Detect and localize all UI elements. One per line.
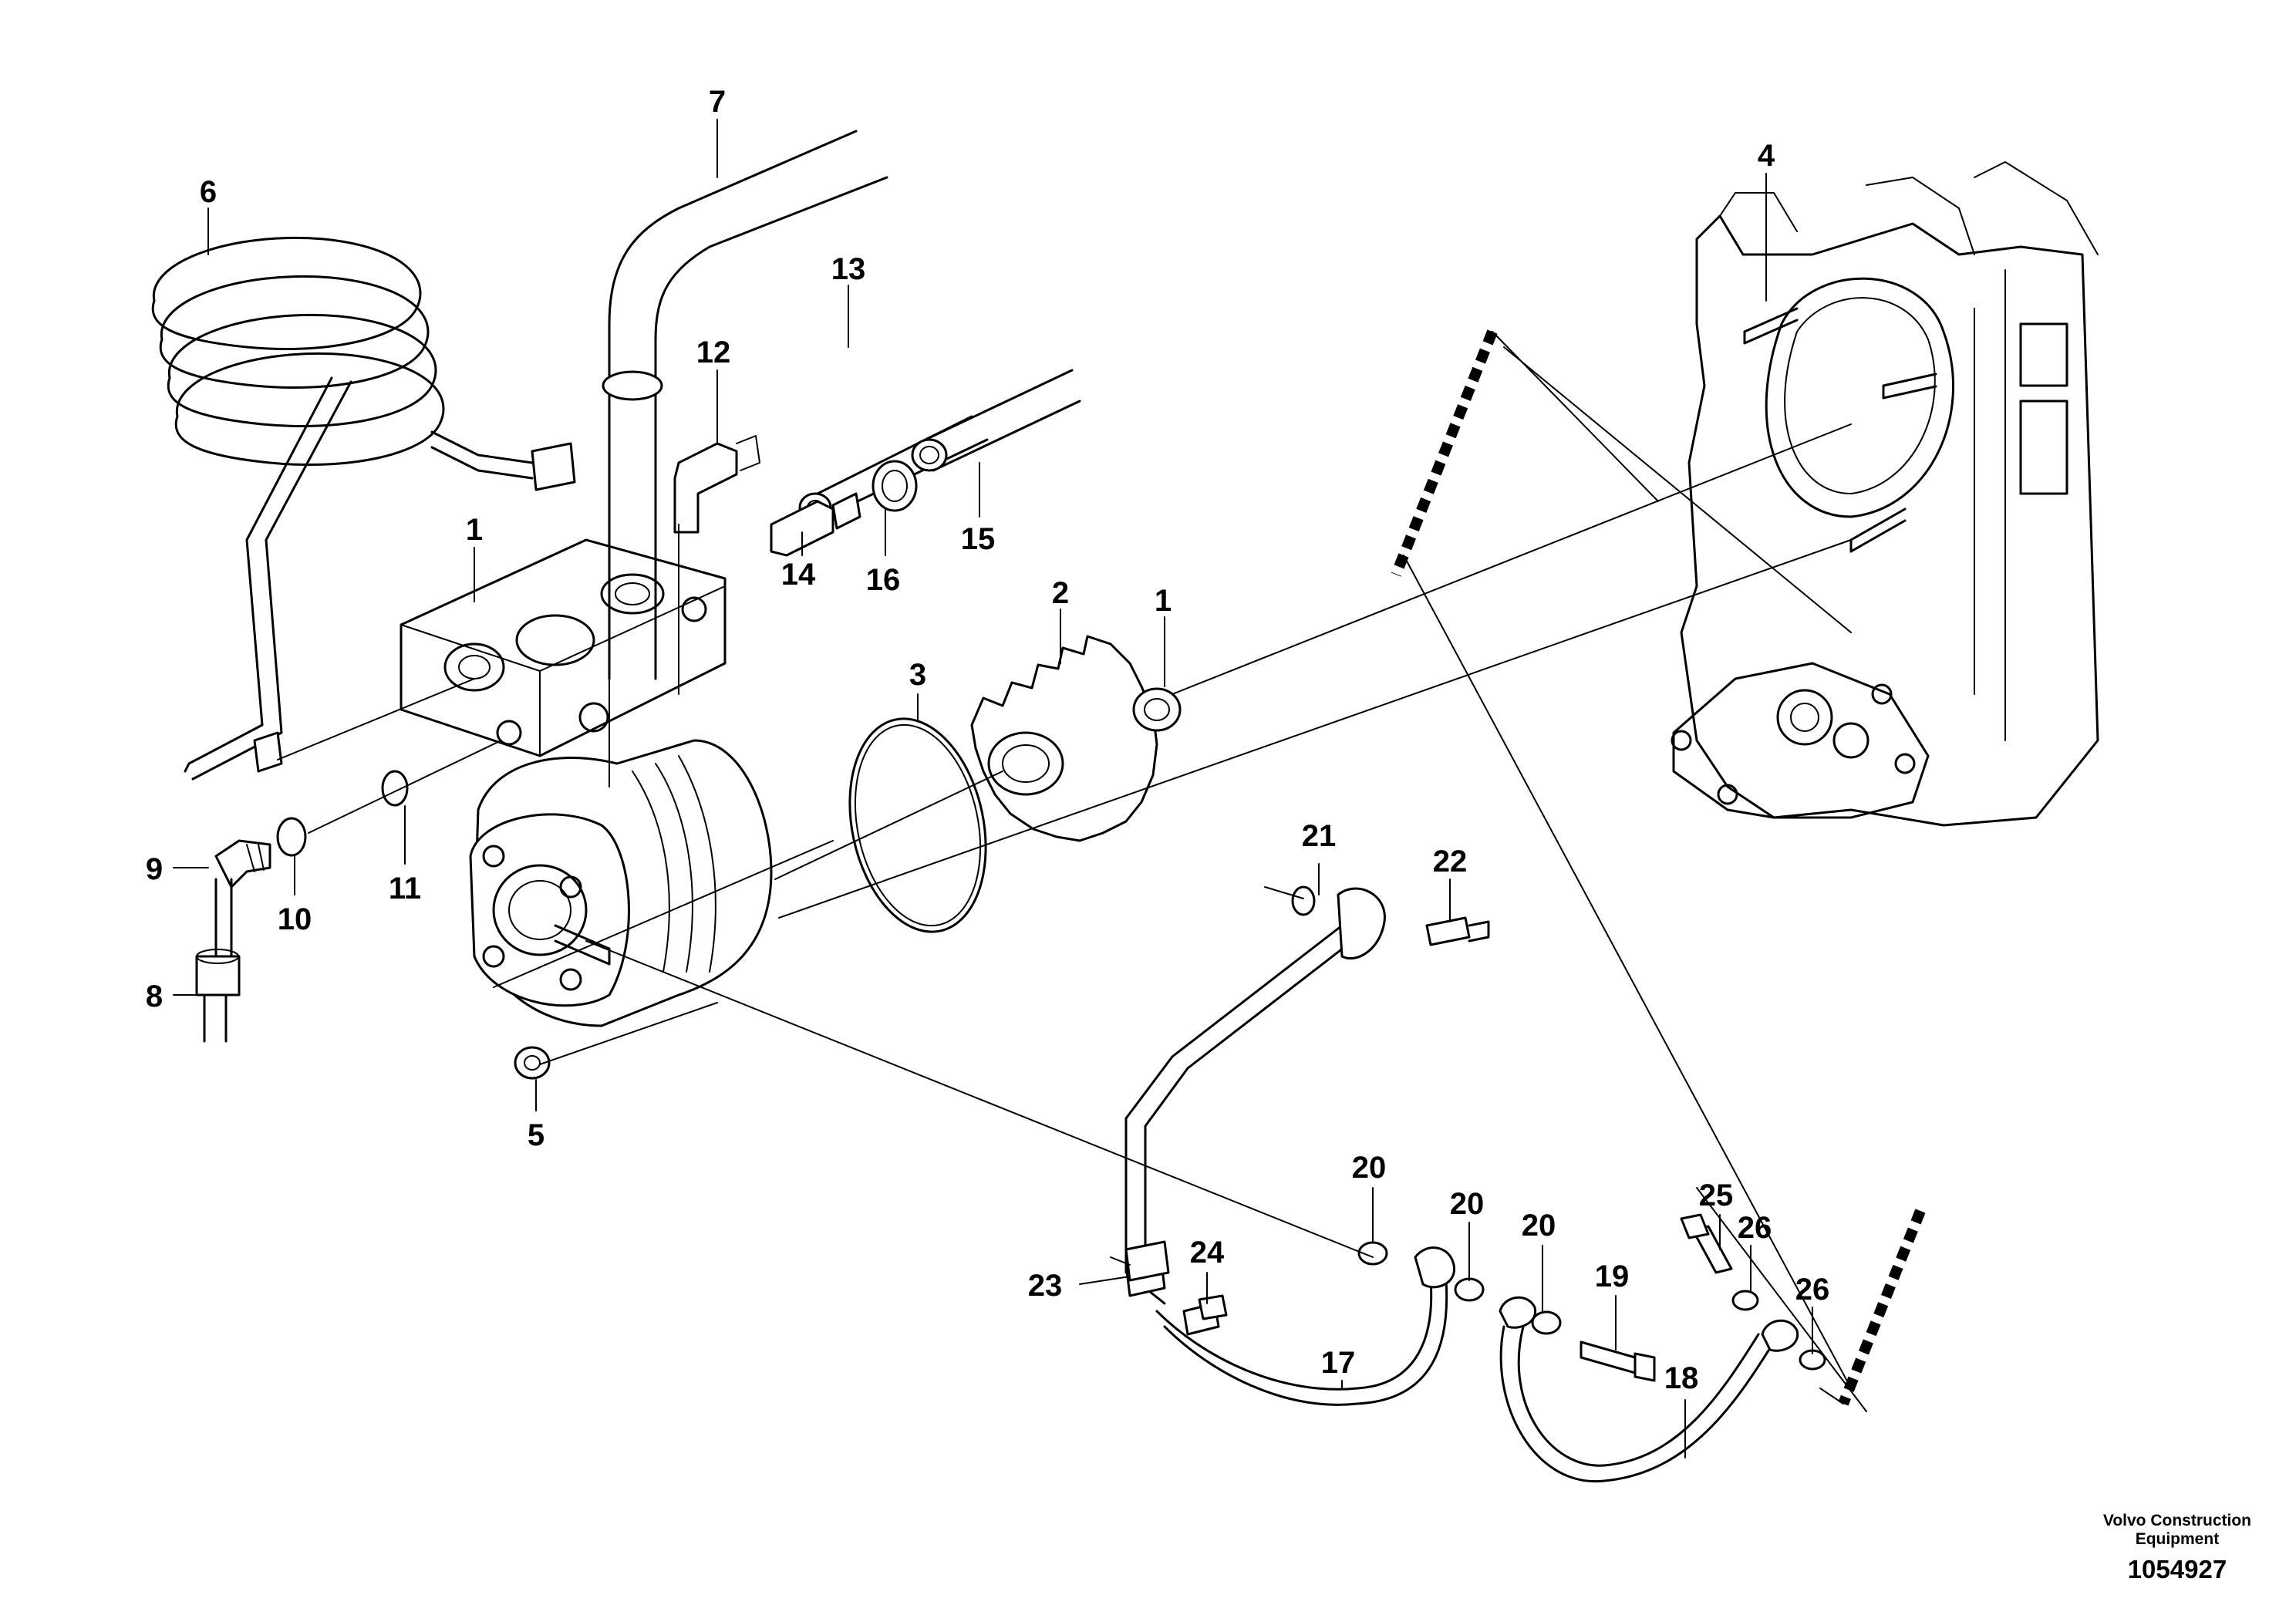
leader-lines (173, 119, 1813, 1458)
callout-7: 7 (709, 85, 726, 119)
callout-19: 19 (1595, 1259, 1630, 1293)
callout-2: 2 (1052, 576, 1069, 610)
callout-4: 4 (1758, 139, 1775, 173)
credit-line-2: Equipment (2135, 1530, 2220, 1548)
gear-and-seals (848, 635, 1182, 933)
oil-feed-pipes (1124, 885, 1826, 1483)
hose-7 (602, 130, 888, 680)
callout-1-nut: 1 (1155, 584, 1172, 618)
callout-15: 15 (961, 522, 996, 556)
callout-24: 24 (1190, 1236, 1225, 1270)
callout-21: 21 (1302, 819, 1337, 853)
assembly-lines (277, 346, 1867, 1412)
callout-8: 8 (146, 980, 163, 1013)
callout-3: 3 (909, 658, 926, 692)
callout-labels: 6 7 13 12 1 4 2 1 3 14 16 15 9 8 10 11 5… (146, 85, 1829, 1395)
callout-11: 11 (389, 872, 421, 905)
callout-26-first: 26 (1738, 1211, 1772, 1245)
callout-16: 16 (866, 563, 901, 597)
callout-20-third: 20 (1522, 1209, 1556, 1243)
callout-18: 18 (1664, 1361, 1699, 1395)
figure-number: 1054927 (2127, 1555, 2227, 1583)
coiled-pipe (151, 236, 576, 781)
callout-5: 5 (528, 1118, 544, 1152)
callout-6: 6 (200, 175, 217, 209)
credit-line-1: Volvo Construction (2102, 1512, 2251, 1529)
callout-25: 25 (1699, 1179, 1734, 1212)
engine-housing (1671, 161, 2099, 827)
callout-20-first: 20 (1352, 1151, 1387, 1185)
hoses-and-fittings (673, 369, 1081, 557)
air-compressor (400, 538, 773, 1027)
callout-20-second: 20 (1450, 1187, 1485, 1221)
callout-22: 22 (1433, 845, 1468, 878)
boundary-markers (1391, 329, 1926, 1406)
publisher-credit: Volvo Construction Equipment 1054927 (2103, 1512, 2251, 1584)
callout-26-second: 26 (1795, 1273, 1830, 1307)
callout-10: 10 (278, 902, 312, 936)
small-fittings-left (195, 770, 551, 1080)
callout-23: 23 (1028, 1269, 1063, 1303)
callout-1-compressor: 1 (466, 513, 483, 547)
callout-13: 13 (831, 252, 866, 286)
callout-17: 17 (1321, 1346, 1356, 1380)
callout-12: 12 (696, 336, 731, 369)
callout-9: 9 (146, 852, 163, 886)
callout-14: 14 (781, 558, 816, 592)
